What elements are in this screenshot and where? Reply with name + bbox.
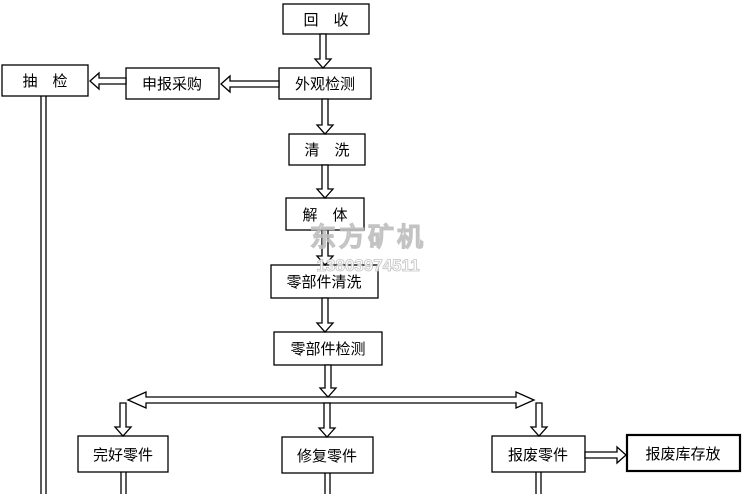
watermark-name: 东方矿机	[310, 222, 426, 252]
label-appearance-check: 外观检测	[295, 75, 355, 93]
arrow-cleaning-to-disassembly	[315, 164, 335, 199]
label-cleaning: 清 洗	[304, 141, 349, 159]
arrow-disassembly-to-parts-cleaning	[315, 229, 335, 266]
box-purchase-request: 申报采购	[125, 67, 220, 100]
watermark-phone: 13803974511	[316, 256, 419, 275]
box-cleaning: 清 洗	[288, 133, 366, 166]
arrow-appearance-to-purchase	[220, 74, 280, 94]
connector-scrap-parts-down	[535, 472, 542, 494]
connector-repair-parts-down	[324, 473, 331, 494]
label-good-parts: 完好零件	[93, 446, 153, 464]
box-recycle: 回 收	[282, 3, 370, 35]
box-scrap-parts: 报废零件	[491, 435, 586, 473]
arrow-layer	[89, 33, 627, 465]
label-scrap-parts: 报废零件	[508, 446, 568, 464]
label-purchase-request: 申报采购	[142, 75, 202, 93]
label-parts-cleaning: 零部件清洗	[286, 273, 361, 291]
box-repair-parts: 修复零件	[281, 436, 374, 474]
box-parts-check: 零部件检测	[273, 331, 383, 366]
box-disassembly: 解 体	[285, 197, 365, 231]
label-scrap-storage: 报废库存放	[645, 445, 720, 463]
box-parts-cleaning: 零部件清洗	[270, 264, 379, 299]
connector-sampling-down	[40, 96, 47, 494]
box-scrap-storage: 报废库存放	[625, 433, 742, 473]
arrow-parts-cleaning-to-parts-check	[315, 297, 335, 333]
connector-good-parts-down	[120, 472, 127, 494]
arrow-parts-check-to-bar	[318, 364, 338, 398]
arrow-appearance-to-cleaning	[315, 98, 335, 135]
box-appearance-check: 外观检测	[278, 67, 372, 100]
arrow-bar-to-good-parts	[113, 402, 133, 437]
arrow-recycle-to-appearance	[313, 33, 333, 69]
watermark: 东方矿机 13803974511	[309, 222, 426, 276]
arrow-scrap-parts-to-storage	[584, 445, 627, 465]
label-repair-parts: 修复零件	[297, 447, 357, 465]
label-disassembly: 解 体	[302, 206, 347, 224]
label-sampling: 抽 检	[22, 72, 67, 90]
label-parts-check: 零部件检测	[290, 340, 365, 358]
box-sampling: 抽 检	[1, 64, 89, 97]
connector-distribution-bar	[126, 390, 536, 410]
label-recycle: 回 收	[303, 11, 348, 29]
box-good-parts: 完好零件	[77, 435, 169, 473]
arrow-bar-to-repair-parts	[317, 402, 337, 438]
arrow-purchase-to-sampling	[89, 71, 127, 91]
arrow-bar-to-scrap-parts	[529, 402, 549, 437]
